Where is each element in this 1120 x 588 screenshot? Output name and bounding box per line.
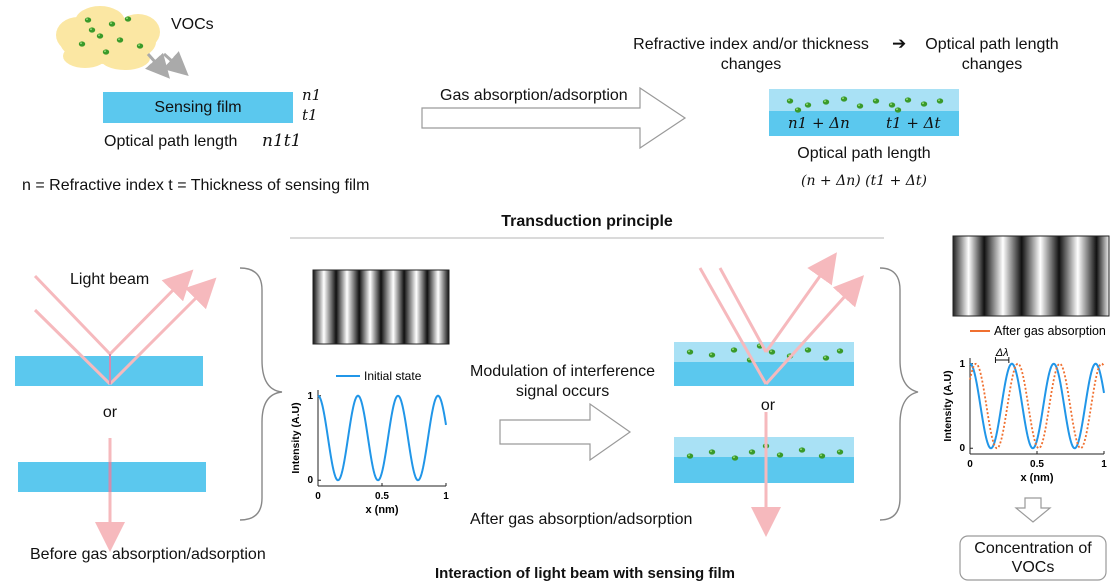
y-tick-label: 1: [307, 391, 313, 402]
symbol-legend: n = Refractive index t = Thickness of se…: [22, 177, 370, 194]
series-line-after-gas-absorption: [969, 362, 1105, 450]
x-axis-label: x (nm): [1021, 472, 1054, 484]
reflected-beam: [108, 277, 217, 386]
concentration-label: Concentration of VOCs: [974, 540, 1092, 576]
or-label-left: or: [102, 404, 118, 421]
x-axis-label: x (nm): [366, 504, 399, 516]
film-transmission-after: [674, 437, 854, 483]
implies-arrow-icon: ➔: [892, 34, 907, 53]
film-after-t: t1 + Δt: [886, 114, 941, 132]
brace-left: [239, 267, 283, 521]
process-arrow: [421, 86, 687, 150]
y-axis-label: Intensity (A.U): [290, 402, 302, 473]
brace-right: [879, 267, 919, 521]
interference-chart-after: After gas absorption 0 0.5 1 0 1 x (nm) Intens…: [942, 324, 1107, 484]
series-line-initial-state: [969, 362, 1105, 450]
series-line-initial-state: [317, 394, 447, 482]
y-axis-label: Intensity (A.U): [942, 370, 954, 441]
opl-after-formula: (n + Δn) (t1 + Δt): [801, 173, 927, 189]
modulation-label: Modulation of interference signal occurs: [470, 363, 655, 400]
y-tick-label: 0: [959, 443, 965, 454]
incident-beam-after: [718, 267, 768, 353]
concentration-box: [959, 535, 1107, 581]
x-tick-label: 0.5: [1030, 459, 1044, 470]
incident-beam-after: [698, 267, 768, 385]
section-title-transduction: Transduction principle: [501, 213, 673, 230]
sensing-film-after: [769, 89, 959, 136]
before-label: Before gas absorption/adsorption: [30, 546, 266, 563]
film-after-n: n1 + Δn: [788, 114, 850, 132]
n1-label: n1: [302, 86, 322, 104]
x-tick-label: 0: [315, 491, 321, 502]
incident-beam: [33, 274, 112, 356]
chart-legend: Initial state: [336, 369, 422, 383]
after-label: After gas absorption/adsorption: [470, 511, 693, 528]
section-title-interaction: Interaction of light beam with sensing f…: [434, 565, 736, 582]
film-transmission: [18, 462, 206, 492]
or-label-right: or: [760, 397, 776, 414]
fringe-pattern-initial: [312, 269, 450, 345]
interference-chart-initial: Initial state 0 0.5 1 0 1 x (nm) Intensity (A.…: [290, 369, 449, 516]
result-arrow: [1014, 497, 1052, 523]
legend-entry-initial: Initial state: [364, 369, 422, 383]
x-tick-label: 0: [967, 459, 973, 470]
reflected-beam: [108, 269, 194, 356]
vocs-label: VOCs: [171, 16, 214, 33]
light-beam-label: Light beam: [70, 271, 150, 288]
change-note-right: Optical path length changes: [925, 36, 1059, 73]
voc-arrow: [162, 51, 189, 76]
y-tick-label: 0: [307, 475, 313, 486]
opl-formula: n1t1: [262, 131, 302, 151]
delta-lambda-label: Δλ: [995, 347, 1009, 359]
fringe-pattern-after: [952, 235, 1110, 317]
x-tick-label: 0.5: [375, 491, 389, 502]
y-tick-label: 1: [959, 359, 965, 370]
incident-beam: [33, 308, 112, 386]
sensing-film-label: Sensing film: [154, 99, 242, 116]
change-note-left: Refractive index and/or thickness change…: [633, 36, 869, 73]
t1-label: t1: [302, 106, 318, 124]
voc-cloud: [56, 6, 160, 70]
process-label: Gas absorption/adsorption: [440, 87, 628, 104]
voc-arrow: [145, 52, 170, 79]
x-tick-label: 1: [1101, 459, 1107, 470]
sensing-film: [103, 92, 293, 123]
reflected-beam-after: [764, 252, 837, 353]
opl-after-label: Optical path length: [797, 145, 931, 162]
reflected-beam-after: [764, 275, 865, 386]
x-tick-label: 1: [443, 491, 449, 502]
opl-label: Optical path length: [104, 133, 238, 150]
legend-entry-after: After gas absorption: [994, 324, 1106, 338]
modulation-arrow: [499, 402, 632, 462]
chart-legend: After gas absorption: [970, 324, 1106, 338]
